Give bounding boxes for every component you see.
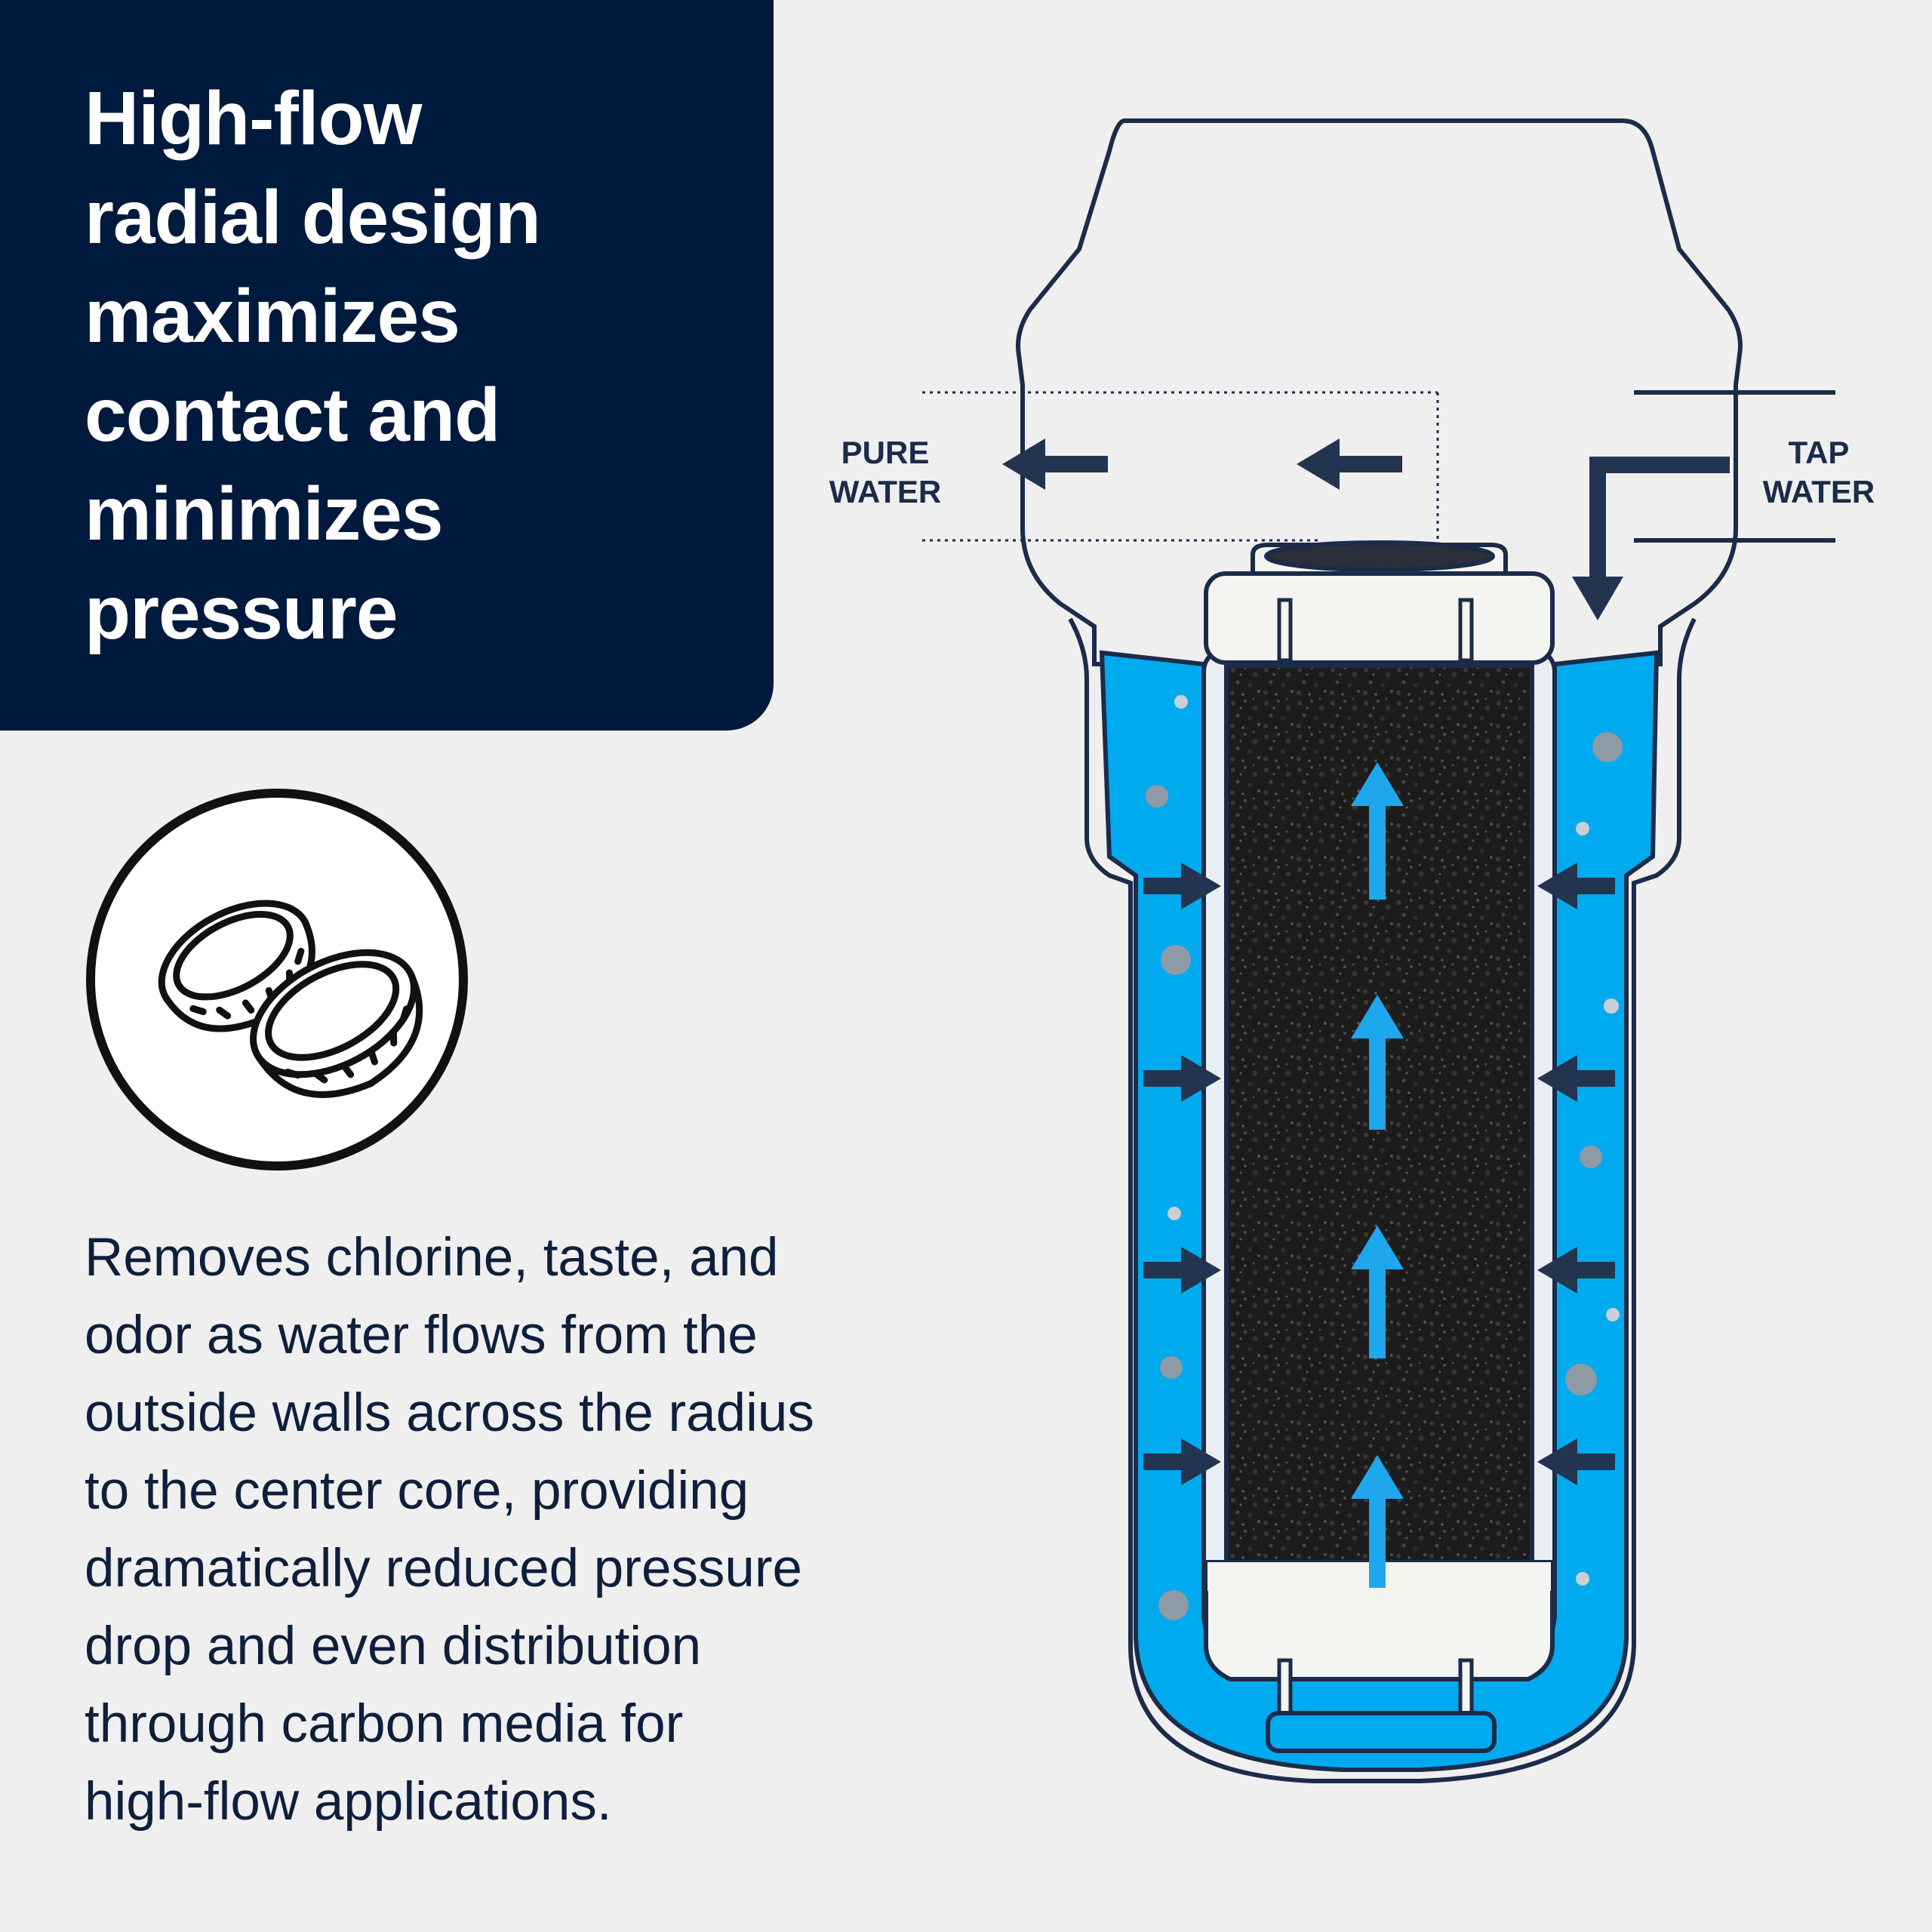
description: Removes chlorine, taste, and odor as wat… <box>85 1219 1035 1841</box>
core-arrow-up <box>1351 1226 1404 1358</box>
outlet-arrows <box>1002 438 1402 490</box>
description-line: through carbon media for <box>85 1694 684 1754</box>
description-line: Removes chlorine, taste, and <box>85 1228 779 1287</box>
inflow-arrow-left <box>1143 1247 1221 1294</box>
tap-water-label: TAP <box>1789 435 1850 470</box>
inflow-arrow-right <box>1537 863 1615 909</box>
bottom-hub <box>1266 1711 1497 1753</box>
inlet-port <box>1634 390 1835 543</box>
core-arrow-up <box>1351 995 1404 1130</box>
inflow-arrows <box>1143 863 1615 1485</box>
description-line: drop and even distribution <box>85 1617 702 1676</box>
description-line: dramatically reduced pressure <box>85 1539 803 1598</box>
pure-water-label: WATER <box>829 474 942 509</box>
inflow-arrow-right <box>1537 1055 1615 1102</box>
coconut-shell-icon <box>86 789 468 1171</box>
headline-line: pressure <box>85 571 398 655</box>
tap-water-arrow <box>1572 457 1730 620</box>
top-gasket <box>1264 540 1495 572</box>
description-line: to the center core, providing <box>85 1461 749 1521</box>
inflow-arrow-left <box>1143 1055 1221 1102</box>
pure-water-arrow-left <box>1297 438 1402 490</box>
headline-line: High-flow <box>85 76 422 161</box>
housing-head <box>1016 118 1743 666</box>
headline-line: contact and <box>85 373 500 457</box>
headline-line: maximizes <box>85 274 460 358</box>
bottom-end-cap <box>1204 1560 1555 1681</box>
description-line: outside walls across the radius <box>85 1383 814 1443</box>
description-line: high-flow applications. <box>85 1772 612 1832</box>
headline-line: radial design <box>85 175 541 260</box>
headline-panel: High-flow radial design maximizes contac… <box>0 0 774 731</box>
sediment-particles <box>1146 695 1623 1620</box>
core-flow-arrows <box>1351 762 1404 1588</box>
pure-water-arrow-left <box>1002 438 1108 490</box>
inflow-arrow-left <box>1143 863 1221 909</box>
inflow-arrow-right <box>1537 1247 1615 1294</box>
core-arrow-up <box>1351 1455 1404 1588</box>
top-end-cap <box>1204 571 1555 665</box>
outlet-port <box>922 391 1439 547</box>
sump-housing <box>1068 617 1697 1783</box>
headline-line: minimizes <box>85 472 444 556</box>
pure-water-label: PURE <box>841 435 930 470</box>
core-arrow-up <box>1351 762 1404 900</box>
inflow-arrow-left <box>1143 1438 1221 1485</box>
headline: High-flow radial design maximizes contac… <box>85 69 749 663</box>
tap-water-label: WATER <box>1763 474 1875 509</box>
inflow-arrow-right <box>1537 1438 1615 1485</box>
description-line: odor as water flows from the <box>85 1306 758 1365</box>
